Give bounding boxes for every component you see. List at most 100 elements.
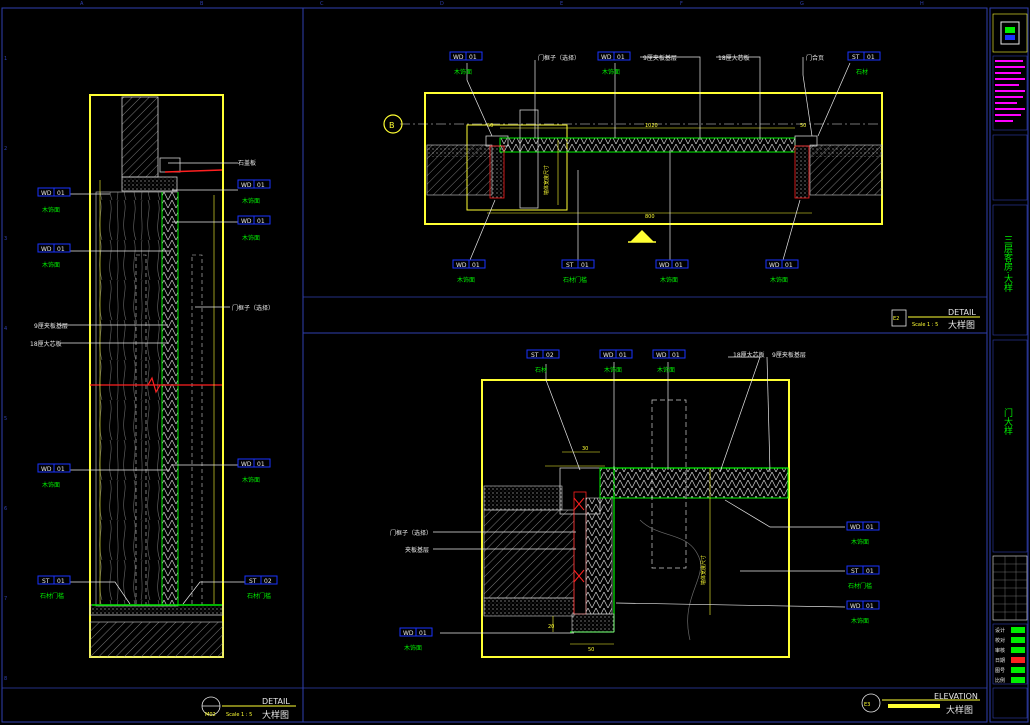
svg-text:2: 2 xyxy=(4,146,7,152)
project-name: 三层客房·大样 xyxy=(1002,235,1013,293)
svg-text:01: 01 xyxy=(472,262,480,269)
section-cut-symbol xyxy=(628,230,656,243)
svg-text:ST: ST xyxy=(42,578,50,585)
svg-text:木饰面: 木饰面 xyxy=(42,206,60,214)
label-door-frame-br: 门框子（选择） xyxy=(390,529,432,537)
tag-wd-left-right-3: WD 01 木饰面 xyxy=(237,458,271,484)
svg-text:01: 01 xyxy=(57,466,65,473)
svg-text:WD: WD xyxy=(403,630,414,637)
svg-text:ST: ST xyxy=(531,352,539,359)
tag-wd-plan-bottom-1: WD 01 木饰面 xyxy=(452,259,486,284)
svg-text:审核: 审核 xyxy=(995,647,1005,654)
svg-text:日期: 日期 xyxy=(995,658,1005,664)
svg-text:木饰面: 木饰面 xyxy=(660,276,678,284)
svg-text:1: 1 xyxy=(4,56,7,62)
label-blockboard-br: 18厘大芯板 xyxy=(733,351,765,359)
tag-st-top: ST 01 石材 xyxy=(847,51,881,76)
svg-text:WD: WD xyxy=(456,262,467,269)
label-door-frame: 门框子（选择） xyxy=(232,304,274,312)
dim-20: 20 xyxy=(548,624,554,630)
dim-50-left: 50 xyxy=(487,123,493,129)
label-plywood-br-2: 夹板基层 xyxy=(405,546,429,554)
grid-letter: H xyxy=(920,1,924,7)
label-plywood-top: 9厘夹板基层 xyxy=(643,54,677,62)
note-wall-thickness: 墙体宽度尺寸 xyxy=(543,165,550,195)
svg-text:01: 01 xyxy=(419,630,427,637)
label-blockboard-top: 18厘大芯板 xyxy=(718,54,750,62)
svg-text:7: 7 xyxy=(4,596,7,602)
tag-wd-br-top-1: WD 01 木饰面 xyxy=(599,349,633,374)
svg-text:E3: E3 xyxy=(864,702,870,708)
left-vertical-section xyxy=(89,94,224,658)
tag-wd-left-1: WD 01 木饰面 xyxy=(37,187,71,214)
grid-letter: F xyxy=(680,1,683,7)
svg-text:01: 01 xyxy=(617,54,625,61)
svg-text:木饰面: 木饰面 xyxy=(604,366,622,374)
svg-text:木饰面: 木饰面 xyxy=(657,366,675,374)
svg-text:01: 01 xyxy=(866,568,874,575)
svg-text:01: 01 xyxy=(257,218,265,225)
svg-text:01: 01 xyxy=(581,262,589,269)
top-right-plan-section: B 800 1020 50 50 墙体宽度尺寸 xyxy=(383,92,883,225)
svg-text:01: 01 xyxy=(672,352,680,359)
svg-text:DETAIL: DETAIL xyxy=(948,308,976,317)
grid-letter: E xyxy=(560,1,563,7)
label-door-frame-top: 门框子（选择） xyxy=(538,54,580,62)
dim-30: 30 xyxy=(582,446,588,452)
svg-text:石材: 石材 xyxy=(856,68,868,76)
svg-text:01: 01 xyxy=(257,182,265,189)
svg-text:01: 01 xyxy=(785,262,793,269)
svg-text:M02: M02 xyxy=(205,712,216,718)
svg-text:石材门槛: 石材门槛 xyxy=(247,592,271,600)
svg-text:木饰面: 木饰面 xyxy=(242,197,260,205)
svg-text:6: 6 xyxy=(4,506,7,512)
grid-letter: G xyxy=(800,1,804,7)
svg-text:ST: ST xyxy=(566,262,574,269)
svg-text:WD: WD xyxy=(241,218,252,225)
svg-text:4: 4 xyxy=(4,326,7,332)
tag-wd-top-1: WD 01 木饰面 xyxy=(449,51,483,76)
svg-text:E2: E2 xyxy=(893,316,899,322)
svg-text:比例: 比例 xyxy=(995,677,1005,684)
note-wall-thickness-2: 墙体宽度尺寸 xyxy=(700,555,707,585)
svg-text:ST: ST xyxy=(249,578,257,585)
svg-text:02: 02 xyxy=(264,578,272,585)
label-plywood-br: 9厘夹板基层 xyxy=(772,351,806,359)
plan-leaders xyxy=(466,56,851,261)
svg-text:设计: 设计 xyxy=(995,627,1005,634)
svg-text:木饰面: 木饰面 xyxy=(404,644,422,652)
svg-text:WD: WD xyxy=(241,182,252,189)
tag-st-left: ST 01 石材门槛 xyxy=(37,575,71,600)
sign-off-fields: 设计 校对 审核 日期 图号 比例 xyxy=(995,627,1025,684)
tag-st-br-top: ST 02 石材 xyxy=(526,349,560,374)
svg-text:ST: ST xyxy=(851,568,859,575)
drawing-frame xyxy=(1,7,1029,723)
svg-text:WD: WD xyxy=(850,603,861,610)
tag-wd-br-right-1: WD 01 木饰面 xyxy=(846,521,880,546)
drawing-name: 门大样 xyxy=(1002,407,1013,436)
tag-wd-left-right-1: WD 01 木饰面 xyxy=(237,179,271,205)
label-blockboard: 18厘大芯板 xyxy=(30,340,62,348)
svg-text:石材门槛: 石材门槛 xyxy=(563,276,587,284)
svg-text:DETAIL: DETAIL xyxy=(262,697,290,706)
svg-text:大样图: 大样图 xyxy=(948,319,975,331)
svg-text:8: 8 xyxy=(4,676,7,682)
svg-text:木饰面: 木饰面 xyxy=(770,276,788,284)
corner-leaders xyxy=(433,356,846,634)
svg-text:木饰面: 木饰面 xyxy=(42,261,60,269)
svg-text:图号: 图号 xyxy=(995,668,1005,674)
dim-50-bottom: 50 xyxy=(588,647,594,653)
svg-text:校对: 校对 xyxy=(995,637,1005,644)
tag-wd-left-3: WD 01 木饰面 xyxy=(37,463,71,489)
svg-text:01: 01 xyxy=(469,54,477,61)
svg-text:01: 01 xyxy=(257,461,265,468)
svg-text:01: 01 xyxy=(867,54,875,61)
grid-letter: D xyxy=(440,1,444,7)
svg-text:木饰面: 木饰面 xyxy=(242,234,260,242)
svg-text:WD: WD xyxy=(850,524,861,531)
company-logo-icon xyxy=(1000,21,1020,45)
tag-wd-left-2: WD 01 木饰面 xyxy=(37,243,71,269)
title-detail-right: E2 DETAIL 大样图 Scale 1 : 5 xyxy=(891,308,980,331)
grid-reference-letters: A B C D E F G H xyxy=(80,1,924,7)
tag-st-br-right: ST 01 石材门槛 xyxy=(846,565,880,590)
